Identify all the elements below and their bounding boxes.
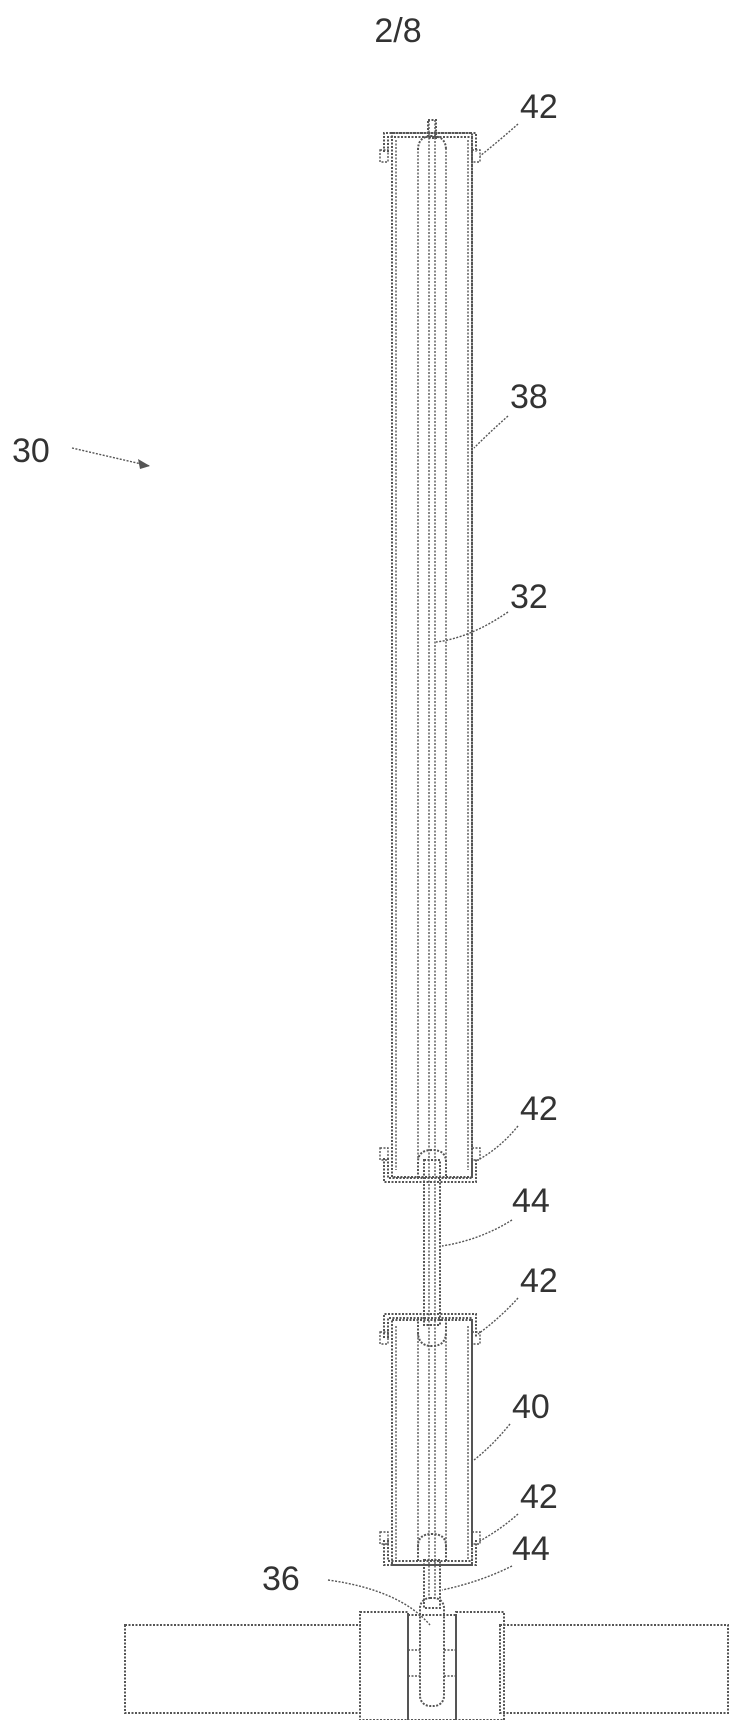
leader-42-lower-top: [477, 1297, 519, 1335]
label-42-upper-bottom: 42: [520, 1090, 558, 1128]
base-hub: [124, 1597, 729, 1720]
leader-42-upper-top: [479, 123, 519, 157]
upper-outer-tube: [391, 132, 473, 1178]
sheet-number: 2/8: [374, 12, 421, 50]
base-right-plate: [499, 1624, 729, 1714]
label-44-upper: 44: [512, 1182, 550, 1220]
hub-channel: [407, 1614, 457, 1720]
leader-32: [435, 611, 509, 643]
label-42-upper-top: 42: [520, 88, 558, 126]
base-right-block: [455, 1611, 505, 1720]
label-32: 32: [510, 578, 548, 616]
leader-42-upper-bottom: [477, 1125, 519, 1161]
upper-top-cap: [379, 119, 481, 163]
lower-outer-tube: [391, 1319, 473, 1566]
label-42-lower-bottom: 42: [520, 1478, 558, 1516]
leader-44-lower: [441, 1565, 513, 1591]
upper-connector: [423, 1159, 441, 1326]
upper-module: [379, 119, 481, 1183]
leader-36: [327, 1579, 431, 1626]
leader-42-lower-bottom: [477, 1513, 519, 1543]
lower-bottom-cap: [379, 1531, 481, 1566]
label-44-lower: 44: [512, 1530, 550, 1568]
lower-module: [379, 1313, 481, 1566]
arrowhead-30: [138, 459, 150, 469]
label-38: 38: [510, 378, 548, 416]
label-36: 36: [262, 1560, 300, 1598]
label-42-lower-top: 42: [520, 1262, 558, 1300]
lower-connector: [423, 1559, 441, 1609]
central-shaft: [428, 120, 436, 1600]
leader-38: [473, 415, 509, 449]
leader-40: [473, 1423, 511, 1461]
leader-30: [71, 447, 151, 467]
leader-44-upper: [441, 1219, 513, 1247]
base-left-block: [359, 1611, 409, 1720]
label-40: 40: [512, 1388, 550, 1426]
upper-bottom-cap: [379, 1147, 481, 1183]
hub-plug: [419, 1597, 445, 1707]
base-left-plate: [124, 1624, 361, 1714]
label-30: 30: [12, 432, 50, 470]
lower-top-cap: [379, 1313, 481, 1348]
